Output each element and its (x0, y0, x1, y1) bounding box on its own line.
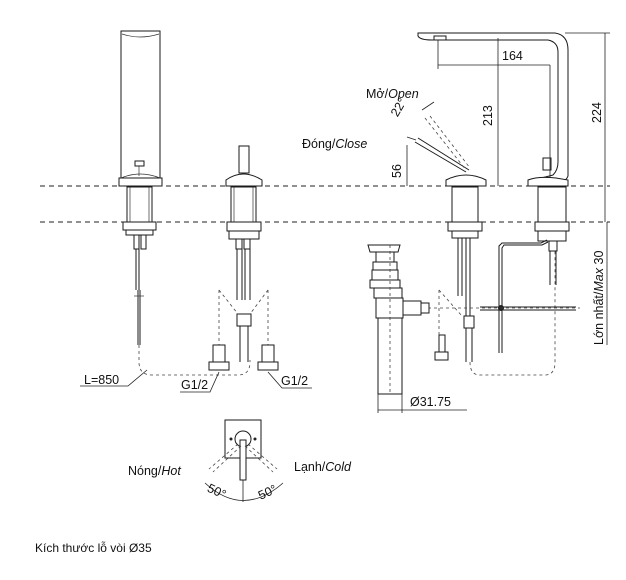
close-label-en: Close (335, 137, 368, 151)
hot-label-en: Hot (161, 464, 181, 478)
inlet-right-leader (267, 371, 312, 389)
close-label-vi: Đóng/ (302, 137, 336, 151)
cold-label-en: Cold (325, 460, 351, 474)
total-height-label: 224 (590, 102, 604, 123)
open-label-vi: Mở/ (366, 87, 389, 101)
handle-top-view (204, 419, 284, 502)
lever-side-view (406, 101, 556, 376)
spout-height-label: 213 (481, 105, 495, 126)
spout-front-view (118, 30, 251, 376)
cold-label: Lạnh/Cold (294, 460, 351, 474)
hot-label-vi: Nóng/ (128, 464, 162, 478)
hole-size-caption: Kích thước lỗ vòi Ø35 (35, 541, 152, 555)
cold-label-vi: Lạnh/ (294, 460, 326, 474)
lever-height-label: 56 (390, 164, 404, 178)
open-label: Mở/Open (366, 87, 419, 101)
handle-front-view (208, 145, 279, 371)
close-label: Đóng/Close (302, 137, 367, 151)
open-label-en: Open (388, 87, 419, 101)
inlet-left-label: G1/2 (181, 378, 209, 392)
max-label-value: 30 (592, 250, 606, 268)
drain-diameter-label: Ø31.75 (410, 395, 452, 409)
dimension-lines (406, 32, 610, 345)
spout-reach-label: 164 (502, 49, 523, 63)
max-label-vi: Lớn nhất/ (592, 291, 606, 345)
hose-length-label: L=850 (84, 373, 120, 387)
max-label-en: Max (592, 267, 606, 292)
max-thickness-label: Lớn nhất/Max 30 (592, 251, 606, 345)
hot-label: Nóng/Hot (128, 464, 181, 478)
pop-up-drain (367, 244, 467, 413)
inlet-left-leader (180, 371, 220, 393)
spout-side-view (410, 32, 580, 353)
inlet-right-label: G1/2 (281, 374, 309, 388)
hose-length-leader (80, 369, 148, 387)
